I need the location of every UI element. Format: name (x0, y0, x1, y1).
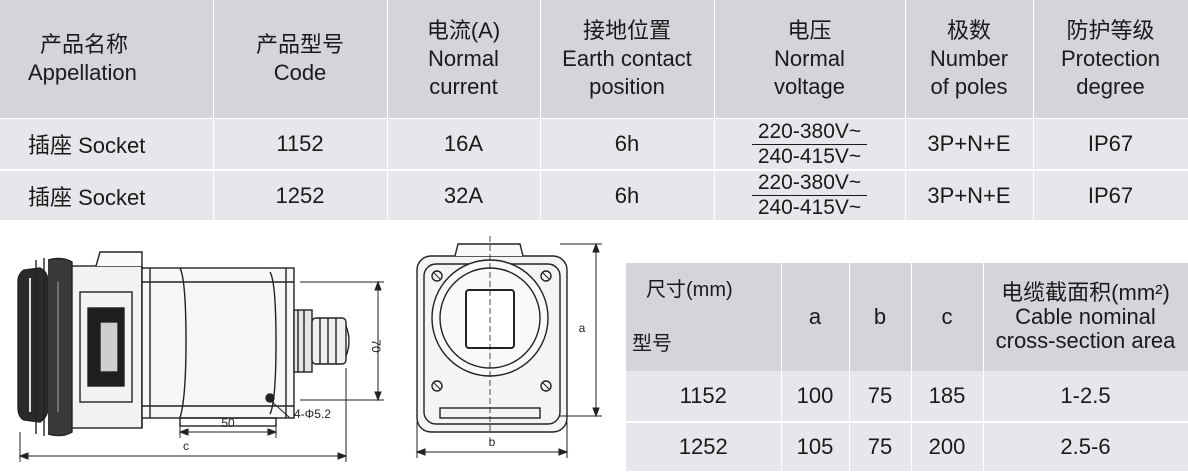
header-appellation: 产品名称 Appellation (0, 0, 214, 119)
side-view (17, 251, 350, 437)
cell-cable: 2.5-6 (983, 422, 1188, 473)
cell-voltage: 220-380V~240-415V~ (714, 170, 906, 222)
dim-label-hole: 4-Φ5.2 (294, 407, 331, 421)
cell-a: 105 (781, 422, 850, 473)
dimension-table: 尺寸(mm) 型号 a b c 电缆截面积(mm²) Cable nominal… (626, 263, 1188, 473)
front-view (416, 236, 568, 433)
cell-cable: 1-2.5 (983, 371, 1188, 423)
table-row: 插座 Socket 1152 16A 6h 220-380V~240-415V~… (0, 118, 1188, 171)
header-poles: 极数 Number of poles (905, 0, 1034, 119)
header-cable: 电缆截面积(mm²) Cable nominal cross-section a… (983, 263, 1188, 371)
cell-poles: 3P+N+E (905, 170, 1034, 222)
voltage-top: 220-380V~ (751, 120, 868, 145)
header-b: b (849, 263, 912, 371)
table-row: 1152 100 75 185 1-2.5 (626, 371, 1188, 423)
voltage-bottom: 240-415V~ (757, 144, 862, 168)
header-protection: 防护等级 Protection degree (1033, 0, 1188, 119)
voltage-top: 220-380V~ (751, 171, 868, 196)
technical-drawing: 70 50 4-Φ5.2 c a b (17, 236, 602, 462)
cell-protection: IP67 (1033, 118, 1188, 171)
header-earth-position: 接地位置 Earth contact position (540, 0, 715, 119)
corner-model-label: 型号 (632, 333, 672, 355)
cell-earth: 6h (540, 118, 715, 171)
dim-label-b: b (489, 435, 496, 449)
spec-header-row: 产品名称 Appellation 产品型号 Code 电流(A) Normal … (0, 0, 1188, 119)
header-code: 产品型号 Code (213, 0, 388, 119)
header-c: c (911, 263, 984, 371)
cell-code: 1152 (213, 118, 388, 171)
table-row: 插座 Socket 1252 32A 6h 220-380V~240-415V~… (0, 170, 1188, 222)
cell-c: 200 (911, 422, 984, 473)
cell-poles: 3P+N+E (905, 118, 1034, 171)
dim-label-70: 70 (369, 339, 383, 353)
header-voltage: 电压 Normal voltage (714, 0, 906, 119)
cell-b: 75 (849, 422, 912, 473)
cell-protection: IP67 (1033, 170, 1188, 222)
cell-a: 100 (781, 371, 850, 423)
dim-label-50: 50 (221, 416, 235, 430)
cell-earth: 6h (540, 170, 715, 222)
side-dimensions (18, 280, 384, 462)
cell-name: 插座 Socket (0, 170, 214, 222)
dim-label-a: a (579, 321, 586, 335)
cell-model: 1252 (626, 422, 782, 473)
cell-model: 1152 (626, 371, 782, 423)
cell-current: 32A (387, 170, 541, 222)
cell-c: 185 (911, 371, 984, 423)
corner-size-label: 尺寸(mm) (646, 279, 733, 301)
cell-b: 75 (849, 371, 912, 423)
table-row: 1252 105 75 200 2.5-6 (626, 422, 1188, 473)
spec-table: 产品名称 Appellation 产品型号 Code 电流(A) Normal … (0, 0, 1188, 222)
dim-label-c: c (183, 439, 189, 453)
front-dimensions (415, 242, 602, 458)
dimension-header-row: 尺寸(mm) 型号 a b c 电缆截面积(mm²) Cable nominal… (626, 263, 1188, 371)
voltage-bottom: 240-415V~ (757, 196, 862, 219)
header-corner: 尺寸(mm) 型号 (626, 263, 782, 371)
header-a: a (781, 263, 850, 371)
cell-name: 插座 Socket (0, 118, 214, 171)
cell-code: 1252 (213, 170, 388, 222)
cell-current: 16A (387, 118, 541, 171)
header-current: 电流(A) Normal current (387, 0, 541, 119)
cell-voltage: 220-380V~240-415V~ (714, 118, 906, 171)
